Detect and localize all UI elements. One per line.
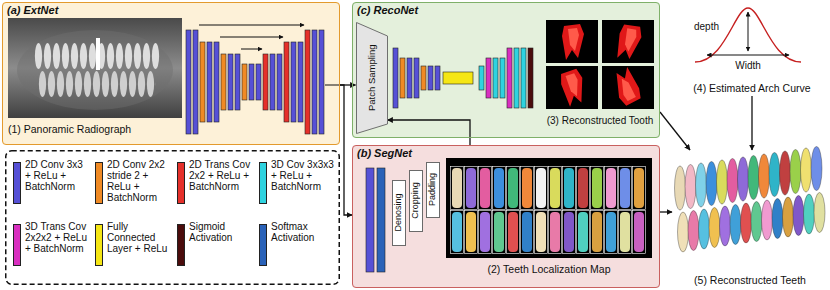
node-label: (5) Reconstructed Teeth xyxy=(694,274,806,287)
figure-caption: (3) Reconstructed Tooth xyxy=(547,115,654,126)
node-label: (4) Estimated Arch Curve xyxy=(693,82,810,95)
preprocess-box: Cropping xyxy=(409,170,423,232)
connector-arrow xyxy=(751,96,752,150)
legend-text: 3D Trans Cov 2x2x2 + ReLu + BatchNorm xyxy=(25,221,91,254)
legend-entry: 2D Conv 3x3 + ReLu + BatchNorm xyxy=(13,159,93,215)
legend-entry: Fully Connected Layer + ReLu xyxy=(95,221,175,277)
legend-entry: 2D Trans Cov 2x2 + ReLu + BatchNorm xyxy=(177,159,257,215)
label-holder: depth xyxy=(694,18,728,33)
legend-text: 2D Conv 3x3 + ReLu + BatchNorm xyxy=(25,159,91,192)
extnet-unet xyxy=(186,30,324,134)
node-label: Cropping xyxy=(411,182,420,219)
connector-arrow xyxy=(340,85,352,215)
dimension-label: depth xyxy=(694,21,719,32)
patch-sampling-trapezoid: Patch Sampling xyxy=(356,22,388,134)
segnet-layers xyxy=(366,168,385,272)
legend-swatch xyxy=(177,162,185,204)
panel-grounds xyxy=(2,2,660,288)
legend-text: 3D Cov 3x3x3 + ReLu + BatchNorm xyxy=(271,159,337,192)
label-holder: (2) Teeth Localization Map xyxy=(446,261,652,276)
preprocess-box: Padding xyxy=(426,162,440,218)
connector-arrow xyxy=(388,120,471,145)
panel-title: (c) RecoNet xyxy=(357,4,418,16)
label-holder: (3) Reconstructed Tooth xyxy=(542,112,658,127)
label-holder: Width xyxy=(728,57,768,72)
figure-node: (4) Estimated Arch Curve xyxy=(684,2,820,96)
panel-title: (a) ExtNet xyxy=(7,4,58,16)
skip-connections xyxy=(199,25,340,85)
legend-text: Sigmoid Activation xyxy=(189,221,255,243)
legend-text: Softmax Activation xyxy=(271,221,337,243)
legend-swatch xyxy=(259,224,267,266)
connector-arrow xyxy=(660,211,672,212)
legend-swatch xyxy=(95,224,103,266)
node-label: Denosing xyxy=(394,193,403,231)
node-label: Patch Sampling xyxy=(367,44,377,111)
panel-title: (b) SegNet xyxy=(357,147,412,159)
reconet-layers xyxy=(393,48,533,108)
legend-text: Fully Connected Layer + ReLu xyxy=(107,221,173,254)
arch-curve xyxy=(695,8,801,62)
panoramic-radiograph xyxy=(8,18,182,118)
figure-caption: (2) Teeth Localization Map xyxy=(488,263,611,275)
legend-swatch xyxy=(13,224,21,266)
legend-swatch xyxy=(259,162,267,204)
reconstructed-teeth xyxy=(675,147,826,253)
node-label: Padding xyxy=(428,173,437,206)
label-holder: (1) Panoramic Radiograph xyxy=(8,121,182,136)
legend-swatch xyxy=(177,224,185,266)
legend-entry: Softmax Activation xyxy=(259,221,339,277)
legend-entry: Sigmoid Activation xyxy=(177,221,257,277)
legend-swatch xyxy=(13,162,21,204)
legend-entry: 3D Trans Cov 2x2x2 + ReLu + BatchNorm xyxy=(13,221,93,277)
trapezoid-shape xyxy=(356,22,387,133)
teeth-localization-map xyxy=(446,158,652,258)
legend-swatch xyxy=(95,162,103,204)
figure-node: (5) Reconstructed Teeth xyxy=(672,150,828,288)
legend-text: 2D Conv 2x2 stride 2 + ReLu + BatchNorm xyxy=(107,159,173,203)
legend-entry: 2D Conv 2x2 stride 2 + ReLu + BatchNorm xyxy=(95,159,175,215)
legend-entry: 3D Cov 3x3x3 + ReLu + BatchNorm xyxy=(259,159,339,215)
preprocess-box: Denosing xyxy=(392,180,406,246)
legend-text: 2D Trans Cov 2x2 + ReLu + BatchNorm xyxy=(189,159,255,192)
reconstructed-tooth-views xyxy=(546,20,654,109)
figure-caption: (1) Panoramic Radiograph xyxy=(8,123,131,135)
dimension-label: Width xyxy=(735,60,761,71)
legend-box: 2D Conv 3x3 + ReLu + BatchNorm 2D Conv 2x… xyxy=(5,150,340,285)
connector-arrow xyxy=(660,112,690,150)
